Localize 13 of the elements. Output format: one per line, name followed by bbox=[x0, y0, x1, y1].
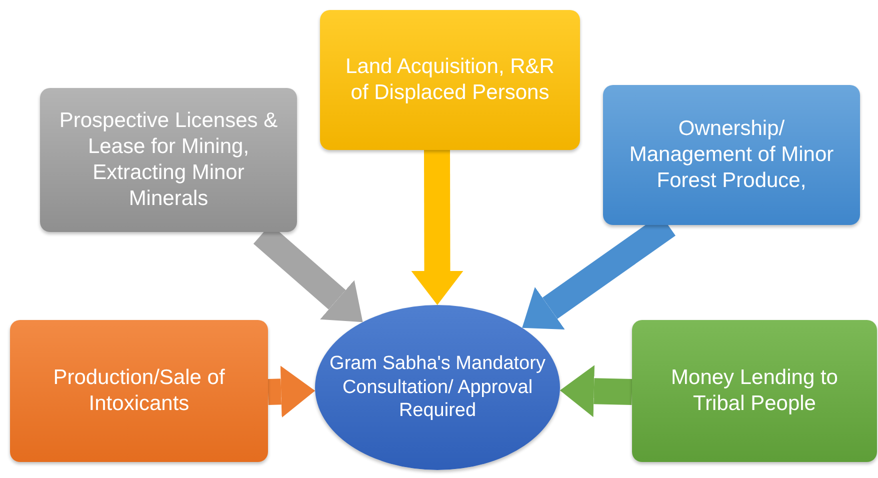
node-text: Money Lending to Tribal People bbox=[670, 364, 839, 417]
rounded-box bbox=[10, 320, 268, 462]
node-text: Ownership/ Management of Minor Forest Produce, bbox=[628, 116, 835, 194]
block-arrow bbox=[268, 366, 316, 418]
node-text: Gram Sabha's Mandatory Consultation/ Approval Required bbox=[329, 352, 546, 424]
rounded-box bbox=[603, 85, 860, 225]
rounded-box bbox=[40, 88, 297, 232]
rounded-box bbox=[320, 10, 580, 150]
rounded-box bbox=[632, 320, 877, 462]
block-arrow bbox=[411, 150, 464, 305]
node-text: Land Acquisition, R&R of Displaced Persons bbox=[344, 54, 556, 106]
node-text: Prospective Licenses & Lease for Mining, Extracting Minor Minerals bbox=[58, 108, 279, 212]
node-text: Production/Sale of Intoxicants bbox=[52, 364, 226, 417]
